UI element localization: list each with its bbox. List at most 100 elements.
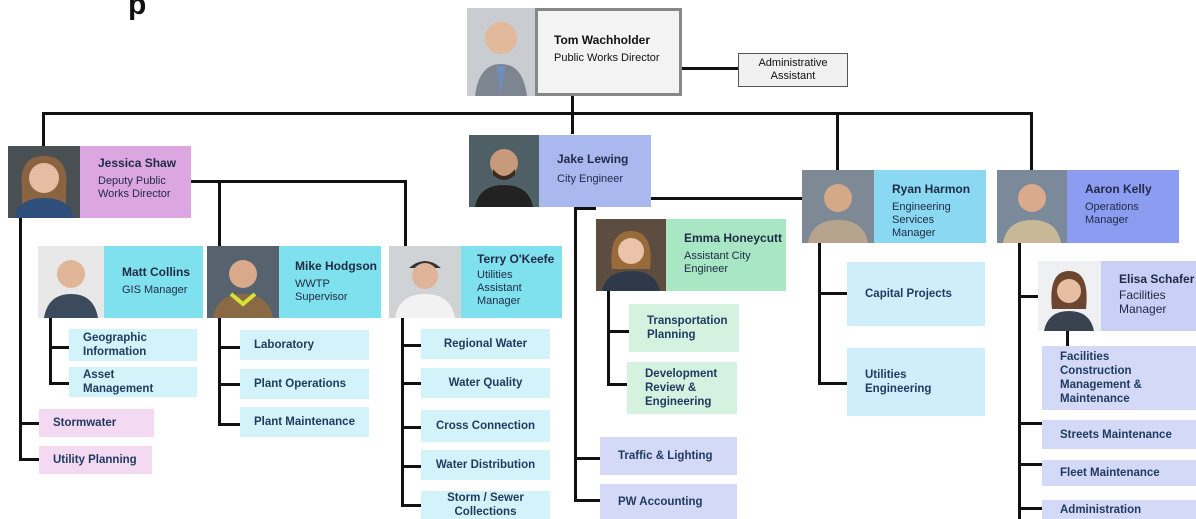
emma-photo [596,219,666,291]
unit-development-review: Development Review & Engineering [627,362,737,414]
mike-title: WWTP Supervisor [295,278,348,303]
page-title-fragment: p [128,0,147,21]
connector [1018,422,1042,425]
terry-photo [389,246,461,318]
person-avatar-icon [475,149,533,207]
unit-streets-maintenance: Streets Maintenance [1042,420,1196,449]
terry-card: Terry O'Keefe Utilities Assistant Manage… [461,246,562,318]
connector [607,291,610,385]
jake-photo [469,135,539,207]
aaron-card: Aaron Kelly Operations Manager [1067,170,1179,243]
unit-administration: Administration [1042,500,1196,519]
jake-card: Jake Lewing City Engineer [539,135,651,207]
connector [19,422,39,425]
unit-geographic-information: Geographic Information [69,329,197,361]
unit-utility-planning: Utility Planning [39,446,152,474]
jessica-card: Jessica Shaw Deputy Public Works Directo… [80,146,191,218]
connector [401,465,421,468]
person-avatar-icon [213,260,273,318]
connector [218,346,240,349]
connector [401,318,404,506]
unit-traffic-lighting: Traffic & Lighting [600,437,737,475]
ryan-name: Ryan Harmon [892,182,971,196]
mike-name: Mike Hodgson [295,259,378,273]
connector [401,426,421,429]
connector [836,112,839,170]
ryan-card: Ryan Harmon Engineering Services Manager [874,170,986,243]
connector [19,458,39,461]
ryan-photo [802,170,874,243]
terry-name: Terry O'Keefe [477,252,555,266]
elisa-card: Elisa Schafer Facilities Manager [1101,261,1196,331]
connector [818,292,848,295]
elisa-photo [1038,261,1101,331]
connector [42,112,1032,115]
connector [42,112,45,146]
unit-water-distribution: Water Distribution [421,450,550,480]
unit-storm-sewer-collections: Storm / Sewer Collections [421,491,550,519]
connector [1018,295,1038,298]
aaron-name: Aaron Kelly [1085,182,1152,196]
emma-name: Emma Honeycutt [684,231,783,245]
unit-utilities-engineering: Utilities Engineering [847,348,985,416]
terry-title: Utilities Assistant Manager [477,269,522,307]
jessica-name: Jessica Shaw [98,156,177,170]
emma-title: Assistant City Engineer [684,250,751,275]
connector [571,96,574,134]
emma-card: Emma Honeycutt Assistant City Engineer [666,219,786,291]
unit-water-quality: Water Quality [421,368,550,398]
jessica-title: Deputy Public Works Director [98,175,171,200]
director-title: Public Works Director [554,52,660,64]
connector [19,218,22,460]
admin-assistant-box: Administrative Assistant [738,53,848,87]
connector [218,383,240,386]
unit-regional-water: Regional Water [421,329,550,359]
jake-title: City Engineer [557,173,624,185]
jake-name: Jake Lewing [557,152,629,166]
person-avatar-icon [602,231,660,291]
connector [651,197,803,200]
mike-card: Mike Hodgson WWTP Supervisor [279,246,381,318]
elisa-name: Elisa Schafer [1119,272,1195,286]
person-avatar-icon [44,260,98,318]
matt-photo [38,246,104,318]
connector [401,504,421,507]
unit-stormwater: Stormwater [39,409,154,437]
connector [404,180,407,246]
connector [1030,112,1033,170]
connector [607,330,629,333]
connector [1066,331,1069,347]
matt-title: GIS Manager [122,284,188,296]
connector [218,423,240,426]
person-avatar-icon [14,156,74,218]
unit-pw-accounting: PW Accounting [600,484,737,519]
jessica-photo [8,146,80,218]
person-avatar-icon [475,22,527,96]
connector [49,318,52,384]
connector [681,67,739,70]
unit-facilities-construction: Facilities Construction Management & Mai… [1042,346,1196,410]
matt-card: Matt Collins GIS Manager [104,246,203,318]
unit-cross-connection: Cross Connection [421,410,550,442]
connector [607,383,629,386]
connector [818,382,848,385]
connector [574,207,577,501]
connector [401,382,421,385]
unit-capital-projects: Capital Projects [847,262,985,326]
tom-photo [467,8,535,96]
connector [1018,463,1042,466]
unit-laboratory: Laboratory [240,330,369,360]
unit-transportation-planning: Transportation Planning [629,304,739,352]
connector [49,382,69,385]
connector [574,207,596,210]
connector [818,243,821,385]
person-avatar-icon [1003,184,1061,243]
aaron-photo [997,170,1067,243]
director-name: Tom Wachholder [554,33,650,47]
person-avatar-icon [1044,271,1094,331]
person-avatar-icon [395,261,455,318]
matt-name: Matt Collins [122,265,190,279]
unit-plant-operations: Plant Operations [240,369,369,399]
mike-photo [207,246,279,318]
connector [49,346,69,349]
